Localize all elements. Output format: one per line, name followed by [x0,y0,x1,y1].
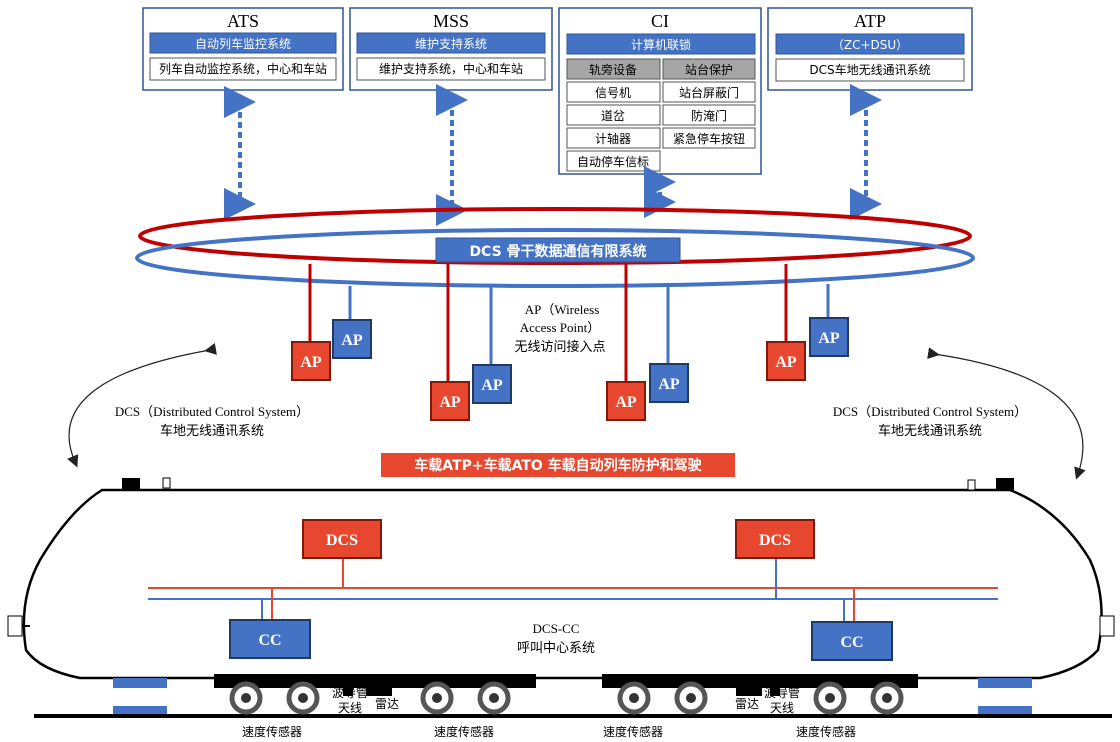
speed-sensor-3: 速度传感器 [603,724,663,739]
ci-item-stop-beacon: 自动停车信标 [577,154,649,169]
svg-text:呼叫中心系统: 呼叫中心系统 [517,641,595,656]
backbone-rings: DCS 骨干数据通信有限系统 [135,207,975,288]
ap-note: AP（Wireless Access Point） 无线访问接入点 [514,302,605,355]
antenna-label-left-1: 波导管 [332,685,368,700]
ap-red-4: AP [766,341,806,381]
ap-drop-lines [308,264,830,384]
svg-text:AP: AP [439,394,461,411]
speed-sensor-4: 速度传感器 [796,724,856,739]
speed-sensor-1: 速度传感器 [242,724,302,739]
train-cc-right: CC [811,621,893,661]
ci-header-platform: 站台保护 [685,62,733,77]
train-dcs-left: DCS [302,519,382,559]
ap-blue-2: AP [472,364,512,404]
ap-blue-1: AP [332,319,372,359]
onboard-banner: 车载ATP+车载ATO 车载自动列车防护和驾驶 [381,453,735,477]
undercar-labels: 波导管 天线 雷达 雷达 波导管 天线 [332,685,800,715]
ap-red-2: AP [430,381,470,421]
wireless-arrows [67,343,1086,480]
train-cc-left: CC [229,619,311,659]
svg-text:车地无线通讯系统: 车地无线通讯系统 [160,423,264,439]
svg-text:CC: CC [840,634,863,651]
radar-label-left: 雷达 [375,697,399,711]
dcs-note-left: DCS（Distributed Control System） 车地无线通讯系统 [115,404,309,439]
radar-label-right: 雷达 [735,697,759,711]
ap-blue-3: AP [649,363,689,403]
atp-box: ATP （ZC+DSU） DCS车地无线通讯系统 [767,7,973,91]
ats-subtitle: 自动列车监控系统 [195,36,291,51]
svg-text:AP（Wireless: AP（Wireless [525,302,600,317]
atp-row: DCS车地无线通讯系统 [809,62,930,77]
ci-item-signal: 信号机 [595,86,631,100]
backbone-label: DCS 骨干数据通信有限系统 [469,243,646,260]
train-body [7,477,1115,718]
svg-text:DCS（Distributed Control System: DCS（Distributed Control System） [833,404,1027,419]
ats-box: ATS 自动列车监控系统 列车自动监控系统，中心和车站 [142,7,344,91]
svg-text:AP: AP [300,354,322,371]
atp-title: ATP [854,11,886,31]
ci-box: CI 计算机联锁 轨旁设备 站台保护 信号机 道岔 计轴器 自动停车信标 站台屏… [558,7,762,175]
system-links [224,84,882,226]
svg-text:无线访问接入点: 无线访问接入点 [514,339,605,355]
svg-text:AP: AP [341,332,363,349]
ci-subtitle: 计算机联锁 [631,37,691,52]
undercar-sensors [343,688,780,696]
mss-subtitle: 维护支持系统 [415,36,487,51]
antenna-label-left-2: 天线 [338,701,362,715]
svg-text:DCS: DCS [759,532,791,549]
dcs-note-right: DCS（Distributed Control System） 车地无线通讯系统 [833,404,1027,439]
svg-text:AP: AP [658,376,680,393]
svg-text:AP: AP [481,377,503,394]
ci-item-emergency-stop: 紧急停车按钮 [673,131,745,146]
svg-text:车载ATP+车载ATO 车载自动列车防护和驾驶: 车载ATP+车载ATO 车载自动列车防护和驾驶 [414,457,701,474]
train-bus-lines [148,558,998,622]
svg-text:DCS-CC: DCS-CC [533,621,580,636]
ci-item-switch: 道岔 [601,109,625,123]
ci-title: CI [651,11,669,31]
svg-text:AP: AP [818,330,840,347]
wheels [229,681,904,715]
speed-sensor-labels: 速度传感器 速度传感器 速度传感器 速度传感器 [242,724,856,739]
svg-text:DCS（Distributed Control System: DCS（Distributed Control System） [115,404,309,419]
ap-red-1: AP [291,341,331,381]
ci-item-axle-counter: 计轴器 [595,131,631,146]
mss-box: MSS 维护支持系统 维护支持系统，中心和车站 [349,7,553,91]
atp-subtitle: （ZC+DSU） [832,38,908,52]
ap-units: AP AP AP AP AP AP AP AP [291,317,849,421]
ap-blue-4: AP [809,317,849,357]
svg-text:Access Point）: Access Point） [520,320,601,335]
mss-title: MSS [433,11,469,31]
antenna-label-right-1: 波导管 [764,685,800,700]
svg-text:CC: CC [258,632,281,649]
ap-red-3: AP [606,381,646,421]
dcs-cc-label: DCS-CC 呼叫中心系统 [517,621,595,656]
ats-title: ATS [227,11,259,31]
speed-sensor-2: 速度传感器 [434,724,494,739]
svg-text:AP: AP [775,354,797,371]
svg-text:AP: AP [615,394,637,411]
svg-text:DCS: DCS [326,532,358,549]
ats-row: 列车自动监控系统，中心和车站 [159,61,327,76]
ci-item-screen-door: 站台屏蔽门 [679,85,739,100]
ci-header-trackside: 轨旁设备 [589,62,637,77]
mss-row: 维护支持系统，中心和车站 [379,61,523,76]
svg-text:车地无线通讯系统: 车地无线通讯系统 [878,423,982,439]
ci-item-flood-gate: 防淹门 [691,108,727,123]
train-dcs-right: DCS [735,519,815,559]
antenna-label-right-2: 天线 [770,701,794,715]
